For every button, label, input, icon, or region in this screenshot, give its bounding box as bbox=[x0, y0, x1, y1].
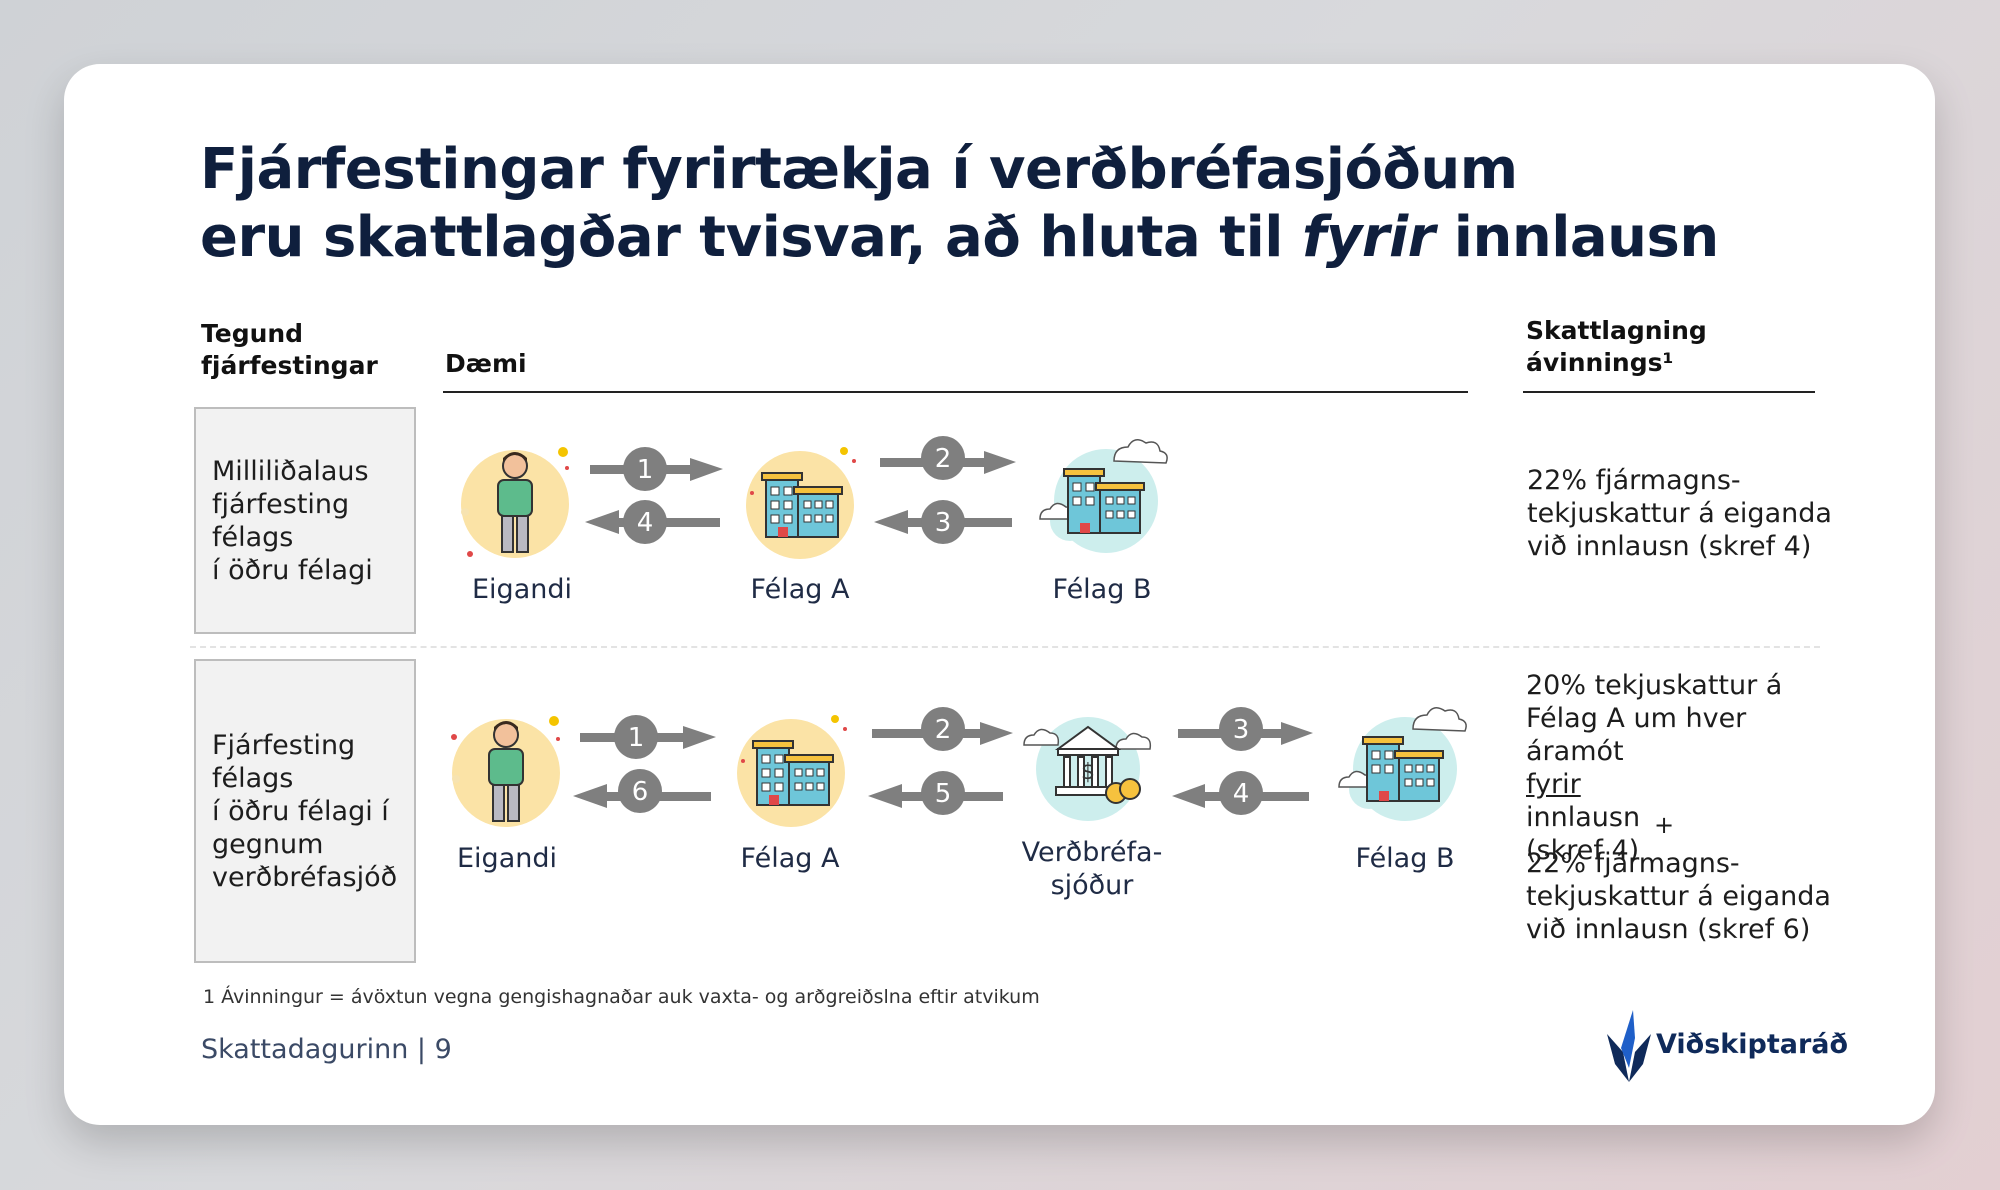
header-type-line-2: fjárfestingar bbox=[201, 351, 378, 380]
building-icon bbox=[737, 715, 847, 827]
tax-line: Félag A um hver bbox=[1526, 703, 1747, 734]
tax-line-part: áramót bbox=[1526, 736, 1624, 767]
title-line-2-end: innlausn bbox=[1434, 205, 1719, 270]
tax-line: tekjuskattur á eiganda bbox=[1526, 881, 1831, 912]
step-label: 6 bbox=[632, 777, 649, 807]
logo-mark-icon bbox=[1607, 1010, 1651, 1082]
row2-arrow-6 bbox=[573, 769, 711, 813]
step-label: 3 bbox=[935, 508, 952, 538]
tax-line: 22% fjármagns- bbox=[1526, 848, 1740, 879]
footnote: 1 Ávinningur = ávöxtun vegna gengishagna… bbox=[203, 986, 1040, 1008]
page-title: Fjárfestingar fyrirtækja í verðbréfasjóð… bbox=[200, 136, 1719, 272]
node-label-fund-line-1: Verðbréfa- bbox=[1021, 837, 1163, 868]
tax-line-part: innlausn bbox=[1526, 802, 1641, 833]
step-label: 1 bbox=[637, 455, 654, 485]
logo-wordmark: Viðskiptaráð bbox=[1656, 1029, 1849, 1060]
row2-type-line: í öðru félagi í bbox=[212, 795, 389, 827]
row2-type-line: Fjárfesting bbox=[212, 729, 356, 761]
building-icon bbox=[746, 447, 856, 559]
tax-line: tekjuskattur á eiganda bbox=[1527, 498, 1832, 529]
row1-type-box: Milliliðalaus fjárfesting félags í öðru … bbox=[194, 407, 416, 634]
row2-arrow-5 bbox=[868, 771, 1003, 815]
node-label-company-a: Félag A bbox=[740, 843, 840, 874]
step-label: 5 bbox=[935, 779, 952, 809]
tax-line: við innlausn (skref 6) bbox=[1526, 914, 1811, 945]
title-emphasis: fyrir bbox=[1301, 205, 1435, 270]
row2-arrow-4 bbox=[1172, 771, 1309, 815]
row1-arrow-3 bbox=[874, 500, 1012, 544]
row1-type-line: Milliliðalaus bbox=[212, 455, 369, 487]
tax-line: 22% fjármagns- bbox=[1527, 465, 1741, 496]
row2-type-line: gegnum bbox=[212, 828, 324, 860]
tax-underlined-word: fyrir bbox=[1526, 769, 1581, 800]
person-icon bbox=[461, 447, 569, 558]
row1-arrow-1 bbox=[590, 447, 723, 491]
row1-arrow-2 bbox=[880, 436, 1016, 480]
row2-type-line: félags bbox=[212, 762, 294, 794]
row1-type-line: í öðru félagi bbox=[212, 554, 373, 586]
building-cloud-icon bbox=[1338, 707, 1467, 821]
header-taxation: Skattlagning ávinnings¹ bbox=[1526, 315, 1707, 379]
fund-bank-icon: $ bbox=[1023, 717, 1152, 821]
row-divider bbox=[190, 646, 1820, 648]
header-type-line-1: Tegund bbox=[201, 319, 304, 348]
step-label: 3 bbox=[1233, 715, 1250, 745]
header-example: Dæmi bbox=[445, 349, 527, 378]
tax-line: áramót fyrir innlausn bbox=[1526, 735, 1782, 834]
row1-taxation-text: 22% fjármagns- tekjuskattur á eiganda vi… bbox=[1527, 464, 1832, 563]
svg-text:$: $ bbox=[1081, 760, 1095, 785]
node-label-fund: Verðbréfa- sjóður bbox=[1002, 836, 1182, 902]
tax-line: við innlausn (skref 4) bbox=[1527, 531, 1812, 562]
page-info: Skattadagurinn | 9 bbox=[201, 1034, 452, 1065]
step-label: 2 bbox=[935, 715, 952, 745]
header-tax-line-2: ávinnings¹ bbox=[1526, 348, 1674, 377]
node-label-company-b: Félag B bbox=[1355, 843, 1455, 874]
row2-arrow-3 bbox=[1178, 707, 1313, 751]
building-cloud-icon bbox=[1039, 439, 1168, 553]
header-rule-taxation bbox=[1523, 391, 1815, 393]
tax-line: (skref 4) bbox=[1526, 835, 1640, 866]
node-label-fund-line-2: sjóður bbox=[1050, 870, 1134, 901]
row1-arrow-4 bbox=[585, 500, 720, 544]
row1-type-line: félags bbox=[212, 521, 294, 553]
header-rule-example bbox=[443, 391, 1468, 393]
node-label-company-a: Félag A bbox=[750, 574, 850, 605]
node-label-owner: Eigandi bbox=[472, 574, 572, 605]
row2-taxation-text-b: 22% fjármagns- tekjuskattur á eiganda vi… bbox=[1526, 847, 1831, 946]
step-label: 4 bbox=[1233, 779, 1250, 809]
node-label-company-b: Félag B bbox=[1052, 574, 1152, 605]
person-icon bbox=[451, 716, 560, 827]
row2-type-box: Fjárfesting félags í öðru félagi í gegnu… bbox=[194, 659, 416, 963]
node-label-owner: Eigandi bbox=[457, 843, 557, 874]
step-label: 1 bbox=[628, 723, 645, 753]
plus-sign: + bbox=[1654, 811, 1675, 839]
title-line-1: Fjárfestingar fyrirtækja í verðbréfasjóð… bbox=[200, 137, 1518, 202]
title-line-2: eru skattlagðar tvisvar, að hluta til fy… bbox=[200, 204, 1719, 272]
header-investment-type: Tegund fjárfestingar bbox=[201, 318, 378, 382]
tax-line: 20% tekjuskattur á bbox=[1526, 670, 1783, 701]
row2-taxation-text: 20% tekjuskattur á Félag A um hver áramó… bbox=[1526, 669, 1782, 867]
header-tax-line-1: Skattlagning bbox=[1526, 316, 1707, 345]
row1-type-line: fjárfesting bbox=[212, 488, 350, 520]
row2-arrow-1 bbox=[580, 715, 716, 759]
row2-type-line: verðbréfasjóð bbox=[212, 861, 398, 893]
title-line-2-start: eru skattlagðar tvisvar, að hluta til bbox=[200, 205, 1302, 270]
row2-arrow-2 bbox=[872, 707, 1013, 751]
step-label: 4 bbox=[637, 508, 654, 538]
step-label: 2 bbox=[935, 444, 952, 474]
